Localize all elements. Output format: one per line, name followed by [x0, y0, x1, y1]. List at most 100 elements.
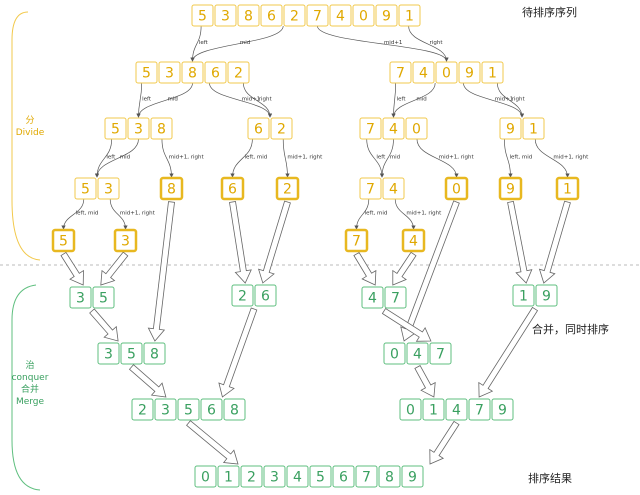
title-merge-note: 合并，同时排序 [532, 322, 609, 336]
cell-value-input-2: 8 [244, 9, 253, 25]
edge-label-23: mid+1, right [120, 211, 156, 217]
cell-d3c-0 [220, 176, 245, 201]
divide-edge-24 [354, 198, 370, 230]
cell-m2a-0 [97, 342, 120, 365]
cell-value-m1a-1: 5 [99, 291, 108, 307]
cell-value-m3b-2: 4 [452, 403, 461, 419]
cell-value-d1b-3: 9 [465, 66, 474, 82]
divide-edge-5 [136, 82, 193, 118]
merge-arrow-17 [429, 420, 460, 465]
cell-value-d2c-0: 7 [366, 122, 375, 138]
cell-d2c-0 [359, 117, 382, 140]
cell-input-8 [375, 4, 398, 27]
cell-d2d-1 [522, 117, 545, 140]
cell-value-d3h-0: 1 [563, 182, 572, 198]
cell-m1d-0 [512, 284, 535, 307]
cell-d2c-2 [405, 117, 428, 140]
cell-value-m1c-0: 4 [368, 291, 377, 307]
cell-d2a-0 [104, 117, 127, 140]
array-d4a: 5 [51, 228, 76, 253]
cell-d1a-2 [181, 61, 204, 84]
divide-edge-3 [408, 25, 449, 62]
cell-value-input-5: 7 [313, 9, 322, 25]
cell-value-d3c-0: 6 [228, 182, 237, 198]
divide-edge-2 [317, 25, 449, 62]
cell-input-9 [398, 4, 421, 27]
array-d4b: 3 [113, 228, 138, 253]
divide-edge-20 [504, 138, 513, 178]
cell-m3a-3 [200, 398, 223, 421]
cell-value-d3a-1: 3 [104, 182, 113, 198]
edge-label-9: mid [416, 97, 426, 103]
array-d3b: 8 [159, 176, 184, 201]
cell-d3a-1 [97, 177, 120, 200]
cell-value-input-4: 2 [290, 9, 299, 25]
divide-edge-16 [282, 138, 290, 178]
cell-input-7 [352, 4, 375, 27]
edge-label-2: mid+1 [384, 40, 403, 46]
phase-conquer-cn: 治 [25, 359, 34, 371]
cell-value-d3f-0: 0 [452, 182, 461, 198]
array-d4d: 4 [401, 228, 426, 253]
divide-edge-9 [391, 82, 436, 118]
divide-edge-4 [136, 82, 142, 118]
cell-d1b-1 [412, 61, 435, 84]
cell-m3a-4 [223, 398, 246, 421]
cell-value-m3a-2: 5 [184, 403, 193, 419]
cell-value-m1b-0: 2 [238, 289, 247, 305]
cell-result-3 [263, 465, 286, 488]
cell-d3e-1 [382, 177, 405, 200]
cell-value-d3g-0: 9 [506, 182, 515, 198]
cell-value-m3b-1: 1 [429, 403, 438, 419]
cell-d2d-0 [499, 117, 522, 140]
merge-arrow-5 [392, 251, 417, 286]
cell-input-0 [191, 4, 214, 27]
cell-d1b-4 [481, 61, 504, 84]
cell-d3h-0 [555, 176, 580, 201]
edge-label-6: mid+1 [242, 97, 261, 103]
cell-value-d4a-0: 5 [59, 234, 68, 250]
edge-label-22: left, mid [76, 211, 99, 217]
divide-edge-13 [94, 138, 139, 178]
divide-edge-11 [497, 82, 525, 118]
divide-edge-18 [379, 138, 394, 178]
edge-label-16: mid+1, right [287, 155, 323, 161]
merge-arrow-6 [507, 200, 533, 284]
array-d4c: 7 [344, 228, 369, 253]
cell-m2b-1 [406, 342, 429, 365]
cell-result-8 [378, 465, 401, 488]
edge-label-15: left, mid [244, 155, 267, 161]
cell-value-m2a-0: 3 [104, 347, 113, 363]
cell-result-2 [240, 465, 263, 488]
cell-d1a-4 [227, 61, 250, 84]
cell-d4c-0 [344, 228, 369, 253]
array-d3f: 0 [444, 176, 469, 201]
divide-edge-7 [243, 82, 273, 118]
cell-value-m3a-0: 2 [138, 403, 147, 419]
cell-value-m2b-0: 0 [390, 347, 399, 363]
array-d3c: 6 [220, 176, 245, 201]
divide-edge-15 [230, 138, 253, 178]
edge-label-19: mid+1, right [439, 155, 475, 161]
cell-value-m3a-4: 8 [230, 403, 239, 419]
merge-arrow-16 [186, 420, 239, 465]
cell-value-d2d-1: 1 [529, 122, 538, 138]
cell-value-input-0: 5 [198, 9, 207, 25]
cell-value-input-3: 6 [267, 9, 276, 25]
phase-merge-en: Merge [16, 397, 45, 407]
edge-label-7: right [259, 97, 273, 103]
cell-d1b-3 [458, 61, 481, 84]
cell-value-result-4: 4 [293, 470, 302, 486]
cell-d2c-1 [382, 117, 405, 140]
merge-arrow-10 [400, 200, 460, 342]
cell-value-d1b-1: 4 [419, 66, 428, 82]
cell-value-d3b-0: 8 [167, 182, 176, 198]
divide-edge-0 [190, 25, 202, 62]
phase-conquer-en: conquer [12, 373, 49, 383]
